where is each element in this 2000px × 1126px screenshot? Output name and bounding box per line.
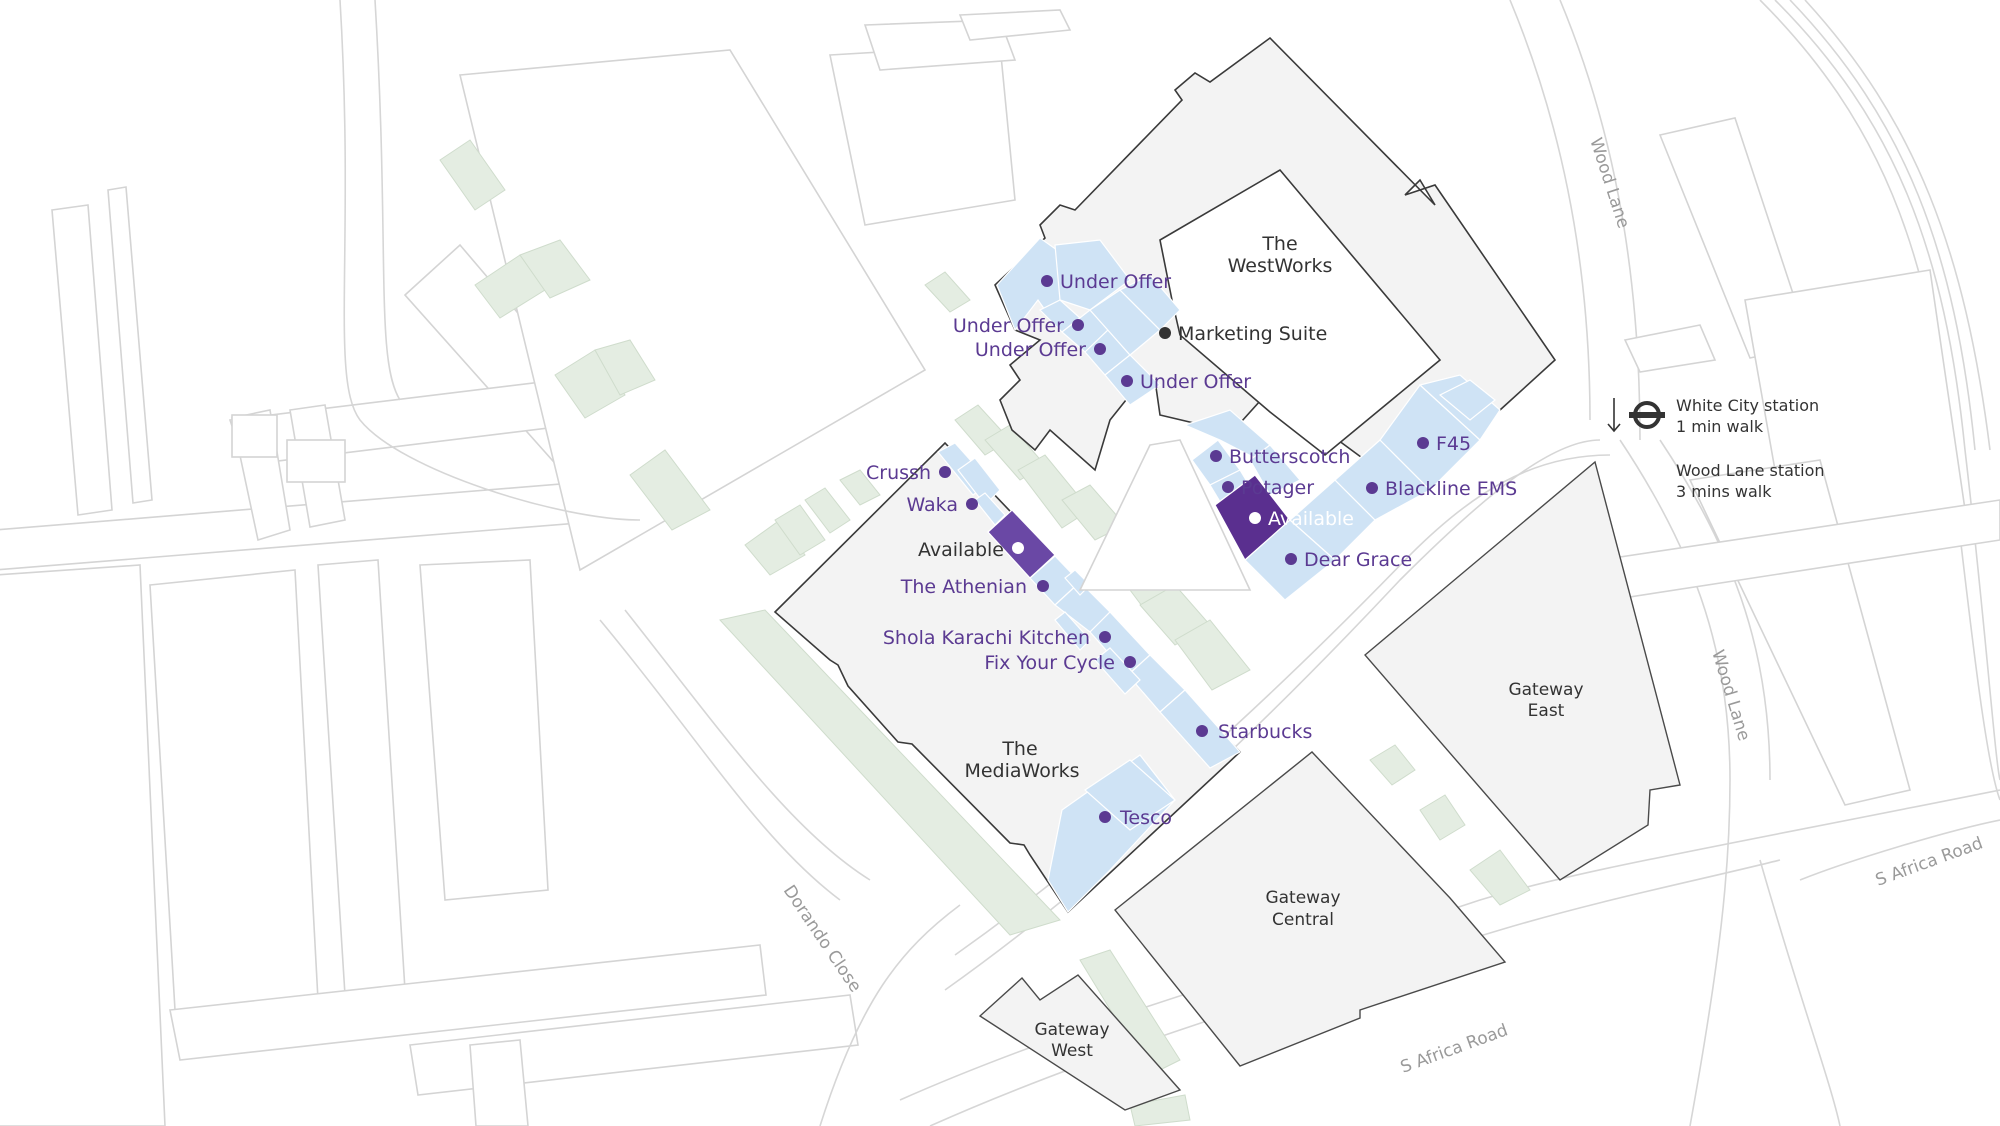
street-dorando-close: Dorando Close: [779, 882, 865, 996]
unit-marker: [1121, 375, 1133, 387]
street-s-africa-road-bottom: S Africa Road: [1398, 1020, 1511, 1077]
label-potager: Potager: [1241, 477, 1314, 499]
gateway-west-name-line2: West: [1051, 1041, 1093, 1061]
street-wood-lane-right: Wood Lane: [1707, 648, 1754, 744]
label-fix-your-cycle: Fix Your Cycle: [984, 652, 1115, 674]
plaza: [1078, 439, 1252, 591]
unit-marker: [1222, 481, 1234, 493]
label-waka: Waka: [906, 494, 958, 516]
white-city-walk-time: 1 min walk: [1676, 417, 1764, 436]
label-available-mediaworks: Available: [918, 539, 1004, 561]
label-the-athenian: The Athenian: [900, 576, 1027, 598]
unit-marker: [1366, 482, 1378, 494]
label-under-offer-2: Under Offer: [953, 315, 1064, 337]
gateway-buildings: [978, 460, 1681, 1111]
label-marketing-suite: Marketing Suite: [1178, 323, 1327, 345]
mediaworks-name-line2: MediaWorks: [964, 760, 1079, 782]
unit-marker: [939, 466, 951, 478]
unit-labels: Under Offer Under Offer Under Offer Unde…: [866, 271, 1517, 829]
label-crussh: Crussh: [866, 462, 931, 484]
gateway-west-name-line1: Gateway: [1034, 1020, 1109, 1040]
unit-marker: [1417, 437, 1429, 449]
street-s-africa-road-right: S Africa Road: [1873, 833, 1986, 890]
unit-marker: [1041, 275, 1053, 287]
label-available-westworks: Available: [1268, 508, 1354, 530]
unit-marker: [1249, 512, 1261, 524]
unit-marker: [1124, 656, 1136, 668]
label-under-offer-1: Under Offer: [1060, 271, 1171, 293]
label-f45: F45: [1436, 433, 1471, 455]
down-arrow-head-icon: [1607, 423, 1621, 433]
label-under-offer-3: Under Offer: [975, 339, 1086, 361]
green-spaces: [439, 139, 1531, 1126]
westworks-name-line1: The: [1261, 233, 1297, 255]
unit-marker: [1037, 580, 1049, 592]
unit-marker: [1285, 553, 1297, 565]
gateway-west-building: [978, 974, 1182, 1111]
gateway-central-name-line1: Gateway: [1265, 888, 1340, 908]
gateway-central-building: [1114, 751, 1507, 1067]
unit-marker: [1094, 343, 1106, 355]
unit-marker: [1012, 542, 1024, 554]
westworks-building: [994, 36, 1557, 601]
label-shola-karachi-kitchen: Shola Karachi Kitchen: [883, 627, 1090, 649]
wood-lane-walk-time: 3 mins walk: [1676, 482, 1772, 501]
label-blackline-ems: Blackline EMS: [1385, 478, 1517, 500]
gateway-east-building: [1364, 460, 1681, 881]
mediaworks-name-line1: The: [1001, 738, 1037, 760]
unit-marker: [1196, 725, 1208, 737]
label-starbucks: Starbucks: [1218, 721, 1312, 743]
gateway-east-name-line2: East: [1528, 701, 1565, 721]
white-city-station-name: White City station: [1676, 396, 1819, 415]
unit-marker: [1210, 450, 1222, 462]
westworks-name-line2: WestWorks: [1228, 255, 1333, 277]
label-dear-grace: Dear Grace: [1304, 549, 1412, 571]
label-under-offer-4: Under Offer: [1140, 371, 1251, 393]
building-labels: The WestWorks The MediaWorks Gateway Eas…: [964, 233, 1583, 1061]
station-info: White City station 1 min walk Wood Lane …: [1607, 396, 1825, 501]
wood-lane-station-name: Wood Lane station: [1676, 461, 1825, 480]
label-tesco: Tesco: [1119, 807, 1172, 829]
unit-marker: [1072, 319, 1084, 331]
gateway-east-name-line1: Gateway: [1508, 680, 1583, 700]
underground-roundel-icon: [1629, 401, 1665, 429]
street-wood-lane-top: Wood Lane: [1585, 135, 1633, 231]
unit-marker: [1099, 631, 1111, 643]
unit-marker: [1159, 327, 1171, 339]
gateway-central-name-line2: Central: [1272, 910, 1334, 930]
label-butterscotch: Butterscotch: [1229, 446, 1350, 468]
unit-marker: [966, 498, 978, 510]
unit-marker: [1099, 811, 1111, 823]
